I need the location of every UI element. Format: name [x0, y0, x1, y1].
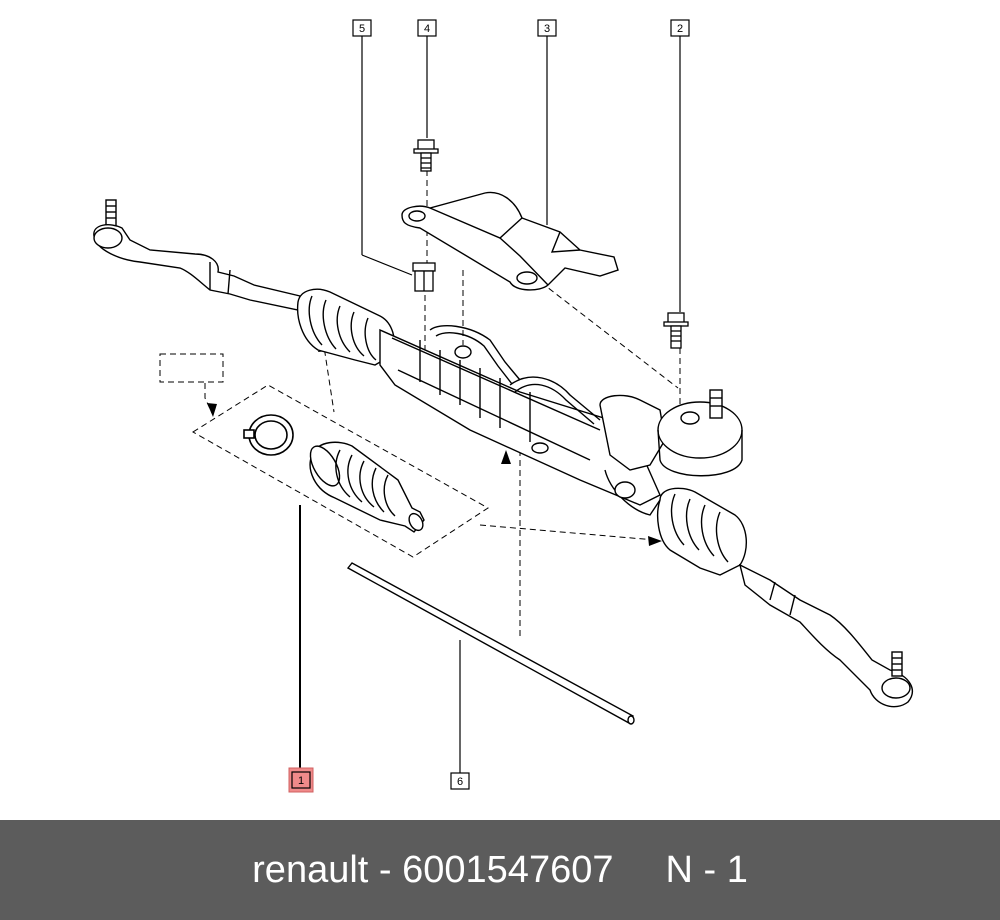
svg-text:1: 1 — [298, 775, 304, 787]
part-number: 6001547607 — [402, 848, 614, 891]
boot-kit-box — [159, 353, 489, 558]
boot-clamp — [243, 414, 294, 456]
nut-5 — [412, 262, 436, 292]
right-tie-rod — [738, 563, 913, 708]
bellows-boot-loose — [309, 441, 425, 533]
rack-housing — [296, 288, 747, 576]
left-tie-rod — [93, 199, 301, 311]
part-footer: renault - 6001547607 N - 1 — [0, 820, 1000, 920]
heat-shield — [401, 191, 619, 291]
svg-text:3: 3 — [544, 23, 550, 35]
svg-text:2: 2 — [677, 23, 683, 35]
bolt-4 — [413, 139, 439, 172]
bolt-2 — [663, 312, 689, 349]
svg-text:6: 6 — [457, 776, 463, 788]
brand-name: renault — [252, 848, 369, 891]
quantity: N - 1 — [665, 848, 748, 891]
callout-1[interactable]: 1 — [288, 767, 314, 793]
callout-4: 4 — [417, 19, 437, 37]
leader-lines — [299, 36, 681, 773]
steering-rack-diagram: 5 4 3 2 1 6 — [93, 19, 913, 793]
callout-2: 2 — [670, 19, 690, 37]
callout-5: 5 — [352, 19, 372, 37]
separator: - — [368, 848, 403, 891]
callout-6: 6 — [450, 772, 470, 790]
callout-3: 3 — [537, 19, 557, 37]
svg-text:5: 5 — [359, 23, 365, 35]
rod-part — [346, 562, 635, 725]
svg-text:4: 4 — [424, 23, 430, 35]
dashed-assembly-lines — [204, 170, 681, 640]
